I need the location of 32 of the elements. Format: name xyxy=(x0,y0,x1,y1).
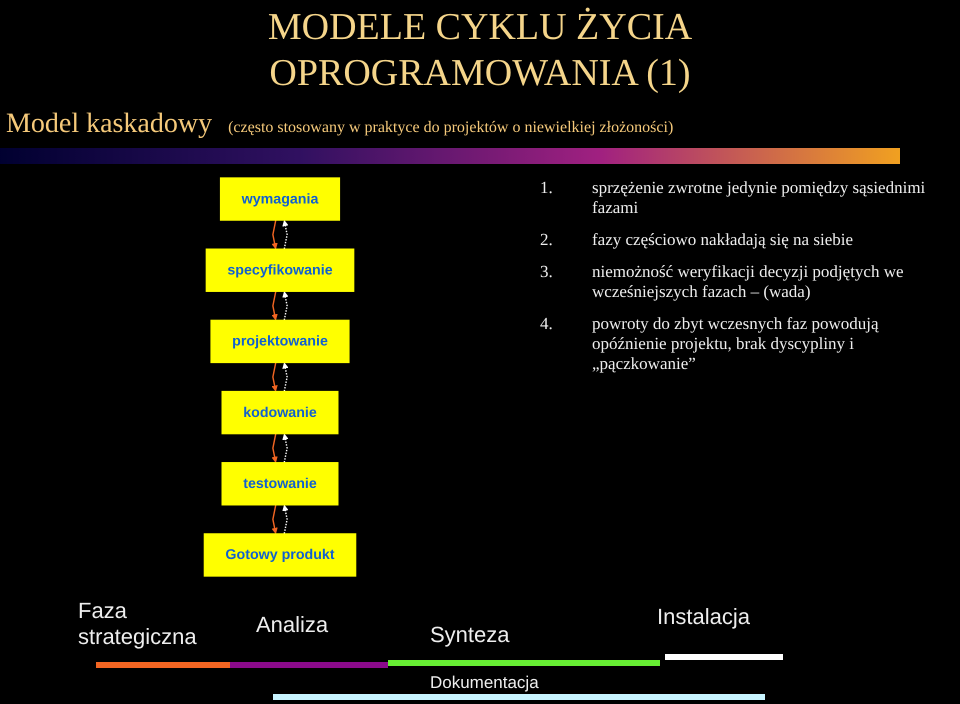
node-box: projektowanie xyxy=(210,320,350,364)
arrow xyxy=(282,291,288,320)
legend-label: Faza strategiczna xyxy=(78,598,198,650)
arrow xyxy=(282,434,288,463)
node-box: wymagania xyxy=(220,177,340,221)
subtitle: Model kaskadowy xyxy=(6,108,212,140)
node-box: Gotowy produkt xyxy=(204,533,356,577)
node-box: specyfikowanie xyxy=(206,248,354,292)
arrow xyxy=(272,362,278,392)
arrow xyxy=(272,434,278,463)
node-box: testowanie xyxy=(222,462,338,506)
list-number: 2. xyxy=(540,230,554,250)
list-item-text: fazy częściowo nakładają się na siebie xyxy=(592,230,854,250)
legend-label: Analiza xyxy=(256,612,328,638)
list-item-text: niemożność weryfikacji decyzji podjętych we wcześniejszych fazach – (wada) xyxy=(592,262,905,302)
list-item-text: sprzężenie zwrotne jedynie pomiędzy sąsiednimi fazami xyxy=(592,178,926,218)
list-number: 4. xyxy=(540,314,554,335)
arrow xyxy=(282,362,288,392)
node-box: kodowanie xyxy=(222,390,338,434)
list-item-text: powroty do zbyt wczesnych faz powodują opóźnienie projektu, brak dyscypliny i „pączkowanie” xyxy=(592,314,880,374)
arrow xyxy=(282,220,288,250)
list-number: 3. xyxy=(540,262,554,283)
arrow xyxy=(272,291,278,320)
arrow xyxy=(282,504,288,534)
list-number: 1. xyxy=(540,178,554,199)
subtitle-note: (często stosowany w praktyce do projektów o niewielkiej złożoności) xyxy=(228,119,674,137)
legend-label: Synteza xyxy=(430,622,510,648)
title: MODELE CYKLU ŻYCIA OPROGRAMOWANIA (1) xyxy=(266,5,694,96)
arrow xyxy=(272,504,278,534)
legend-label: Dokumentacja xyxy=(430,672,539,694)
arrow xyxy=(272,220,278,250)
legend-label: Instalacja xyxy=(657,604,750,630)
